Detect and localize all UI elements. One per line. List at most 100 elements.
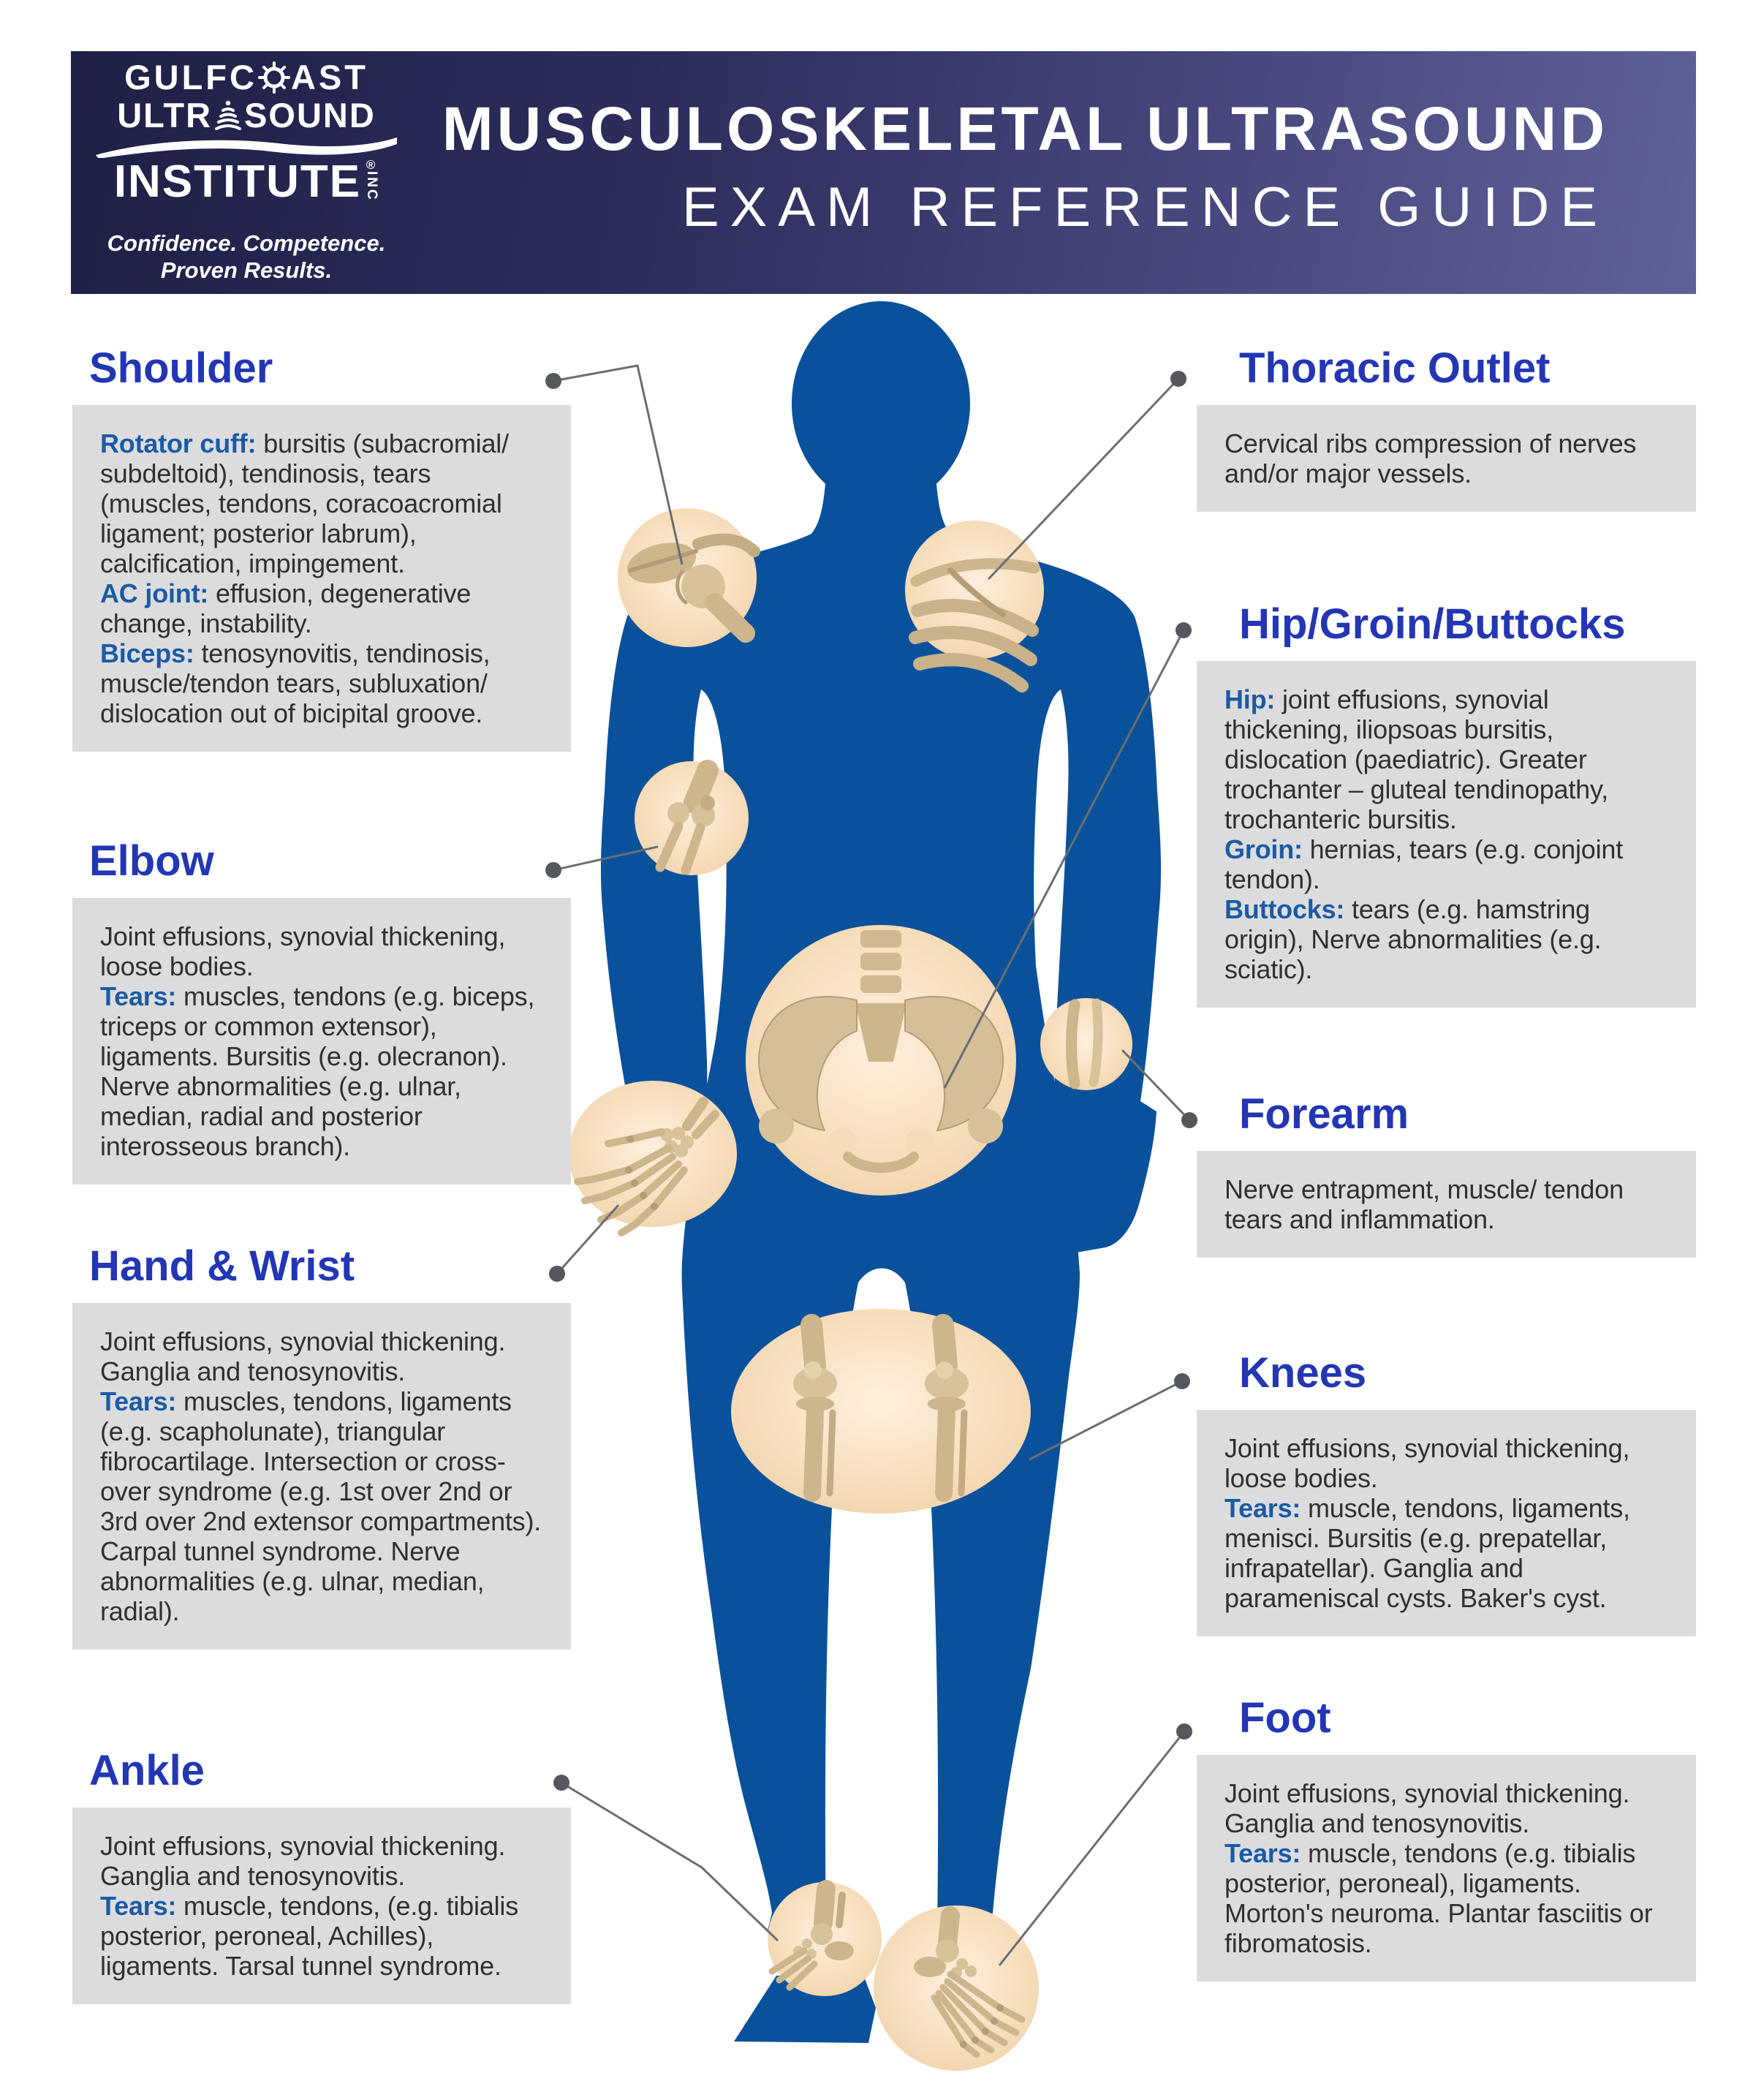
shoulder-leader-line xyxy=(553,364,684,565)
forearm-leader-dot xyxy=(1181,1112,1197,1128)
text-segment: Tears: muscles, tendons (e.g. biceps, tr… xyxy=(100,981,535,1161)
text-segment: Tears: muscles, tendons, ligaments (e.g.… xyxy=(100,1386,542,1626)
ankle-leader-line xyxy=(561,1781,779,1942)
logo-tagline: Confidence. Competence. Proven Results. xyxy=(89,230,404,284)
section-thoracic-outlet: Thoracic Outlet Cervical ribs compressio… xyxy=(1197,345,1696,512)
thoracic-outlet-callout xyxy=(905,521,1044,692)
section-box-hip-groin-buttocks: Hip: joint effusions, synovial thickenin… xyxy=(1197,661,1696,1008)
term-label: Tears: xyxy=(1224,1838,1301,1868)
term-label: Hip: xyxy=(1224,684,1276,714)
section-elbow: Elbow Joint effusions, synovial thickeni… xyxy=(72,838,571,1185)
gulfcoast-logo: GULFC AST ULTR xyxy=(89,58,404,205)
logo-text: AST xyxy=(290,58,368,97)
leader-lines xyxy=(553,364,1191,1966)
section-ankle: Ankle Joint effusions, synovial thickeni… xyxy=(72,1748,571,2004)
foot-skeleton-callout xyxy=(874,1906,1039,2071)
text-segment: Rotator cuff: bursitis (subacromial/ sub… xyxy=(100,428,509,578)
head-silhouette xyxy=(792,301,970,506)
tagline-line2: Proven Results. xyxy=(160,257,333,283)
term-label: Tears: xyxy=(100,1386,177,1416)
forearm-leader-line xyxy=(1121,1049,1191,1122)
section-knees: Knees Joint effusions, synovial thickeni… xyxy=(1197,1350,1696,1636)
leader-dots xyxy=(545,371,1197,1791)
section-text-foot: Joint effusions, synovial thickening. Ga… xyxy=(1224,1778,1668,1958)
hip-leader-line xyxy=(943,630,1185,1089)
text-segment: Groin: hernias, tears (e.g. conjoint ten… xyxy=(1224,834,1624,894)
thoracic-outlet-leader-dot xyxy=(1170,371,1186,387)
section-text-thoracic-outlet: Cervical ribs compression of nerves and/… xyxy=(1224,428,1668,488)
term-label: Groin: xyxy=(1224,834,1303,864)
section-heading-hand-wrist: Hand & Wrist xyxy=(89,1242,355,1290)
section-box-foot: Joint effusions, synovial thickening. Ga… xyxy=(1197,1755,1696,1982)
section-text-forearm: Nerve entrapment, muscle/ tendon tears a… xyxy=(1224,1174,1668,1234)
text-segment: Joint effusions, synovial thickening, lo… xyxy=(100,921,506,981)
section-text-hand-wrist: Joint effusions, synovial thickening. Ga… xyxy=(100,1326,543,1626)
section-heading-hip-groin-buttocks: Hip/Groin/Buttocks xyxy=(1239,600,1626,648)
text-segment: Joint effusions, synovial thickening. Ga… xyxy=(100,1831,506,1891)
section-text-hip-groin-buttocks: Hip: joint effusions, synovial thickenin… xyxy=(1224,684,1668,984)
term-label: Tears: xyxy=(1224,1493,1301,1523)
section-heading-forearm: Forearm xyxy=(1239,1090,1409,1138)
thoracic-outlet-leader-line xyxy=(987,377,1180,581)
logo-text: ULTR xyxy=(117,96,213,135)
ultrasound-cone-icon xyxy=(215,100,242,130)
section-box-elbow: Joint effusions, synovial thickening, lo… xyxy=(72,898,571,1185)
wave-swoosh-icon xyxy=(96,137,397,158)
text-segment: Joint effusions, synovial thickening. Ga… xyxy=(1224,1778,1630,1838)
section-box-forearm: Nerve entrapment, muscle/ tendon tears a… xyxy=(1197,1151,1696,1258)
shoulder-joint-callout xyxy=(618,508,760,647)
term-label: Biceps: xyxy=(100,638,194,668)
sun-icon xyxy=(257,61,290,94)
section-text-shoulder: Rotator cuff: bursitis (subacromial/ sub… xyxy=(100,428,543,728)
text-segment: Tears: muscle, tendons, ligaments, menis… xyxy=(1224,1493,1630,1613)
text-segment: Joint effusions, synovial thickening. Ga… xyxy=(100,1326,506,1386)
header-band: GULFC AST ULTR xyxy=(71,51,1696,294)
section-text-elbow: Joint effusions, synovial thickening, lo… xyxy=(100,921,543,1161)
torso-limbs-silhouette xyxy=(600,469,1162,1930)
section-foot: Foot Joint effusions, synovial thickenin… xyxy=(1197,1695,1696,1982)
term-label: Tears: xyxy=(100,981,177,1011)
section-box-hand-wrist: Joint effusions, synovial thickening. Ga… xyxy=(72,1303,571,1650)
section-box-shoulder: Rotator cuff: bursitis (subacromial/ sub… xyxy=(72,405,571,752)
logo-word-institute: INSTITUTE ® INC xyxy=(89,159,404,205)
foot-leader-line xyxy=(998,1731,1186,1966)
forearm-bones-callout xyxy=(1040,998,1132,1090)
hip-leader-dot xyxy=(1176,622,1192,638)
text-segment: Cervical ribs compression of nerves and/… xyxy=(1224,428,1637,488)
section-heading-foot: Foot xyxy=(1239,1694,1331,1742)
left-foot-silhouette xyxy=(734,1973,876,2043)
logo-inc: INC xyxy=(364,171,380,202)
text-segment: Biceps: tenosynovitis, tendinosis, muscl… xyxy=(100,638,491,728)
section-hip-groin-buttocks: Hip/Groin/Buttocks Hip: joint effusions,… xyxy=(1197,601,1696,1008)
section-forearm: Forearm Nerve entrapment, muscle/ tendon… xyxy=(1197,1091,1696,1258)
ankle-callout xyxy=(768,1880,882,1996)
logo-text: INSTITUTE xyxy=(113,156,362,207)
foot-leader-dot xyxy=(1176,1723,1192,1740)
knees-leader-dot xyxy=(1174,1373,1190,1389)
text-segment: Hip: joint effusions, synovial thickenin… xyxy=(1224,684,1608,834)
term-label: Rotator cuff: xyxy=(100,428,257,458)
elbow-joint-callout xyxy=(635,760,749,875)
section-hand-wrist: Hand & Wrist Joint effusions, synovial t… xyxy=(72,1243,571,1650)
section-text-knees: Joint effusions, synovial thickening, lo… xyxy=(1224,1433,1668,1613)
term-label: Tears: xyxy=(100,1891,177,1921)
logo-text: SOUND xyxy=(244,96,376,135)
registered-mark: ® xyxy=(366,158,377,172)
page-subtitle: EXAM REFERENCE GUIDE xyxy=(681,176,1608,238)
hand-skeleton-callout xyxy=(569,1081,737,1236)
term-label: AC joint: xyxy=(100,578,209,608)
logo-inc-column: ® INC xyxy=(364,159,379,202)
text-segment: Buttocks: tears (e.g. hamstring origin),… xyxy=(1224,894,1602,984)
pelvis-callout xyxy=(746,925,1016,1196)
section-box-thoracic-outlet: Cervical ribs compression of nerves and/… xyxy=(1197,405,1696,512)
text-segment: Nerve entrapment, muscle/ tendon tears a… xyxy=(1224,1174,1624,1234)
logo-word-ultrasound: ULTR SOUND xyxy=(89,97,404,135)
section-box-knees: Joint effusions, synovial thickening, lo… xyxy=(1197,1410,1696,1636)
text-segment: AC joint: effusion, degenerative change,… xyxy=(100,578,472,638)
knees-leader-line xyxy=(1029,1380,1183,1461)
text-segment: Joint effusions, synovial thickening, lo… xyxy=(1224,1433,1630,1493)
knees-callout xyxy=(731,1309,1031,1514)
text-segment: Tears: muscle, tendons (e.g. tibialis po… xyxy=(1224,1838,1653,1958)
section-heading-ankle: Ankle xyxy=(89,1747,205,1794)
term-label: Buttocks: xyxy=(1224,894,1345,924)
